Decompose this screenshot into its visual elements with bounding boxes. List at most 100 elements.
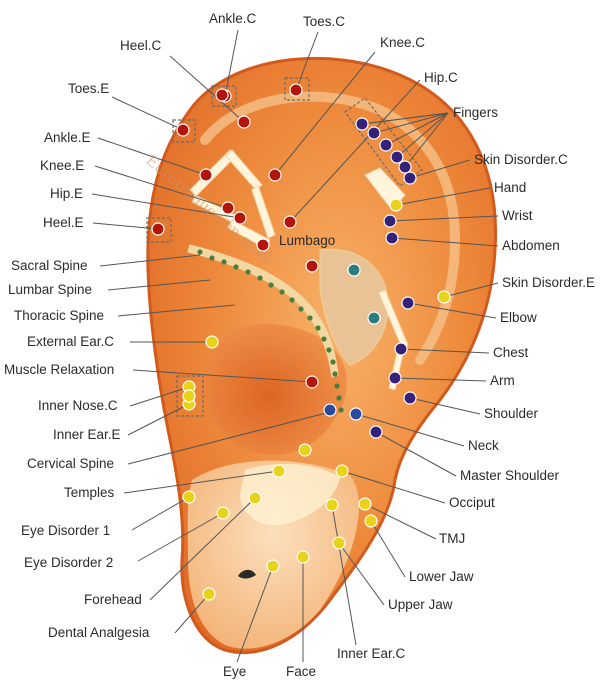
forehead-point[interactable] [248,491,262,505]
fingers-point[interactable] [355,117,369,131]
upper-jaw-point[interactable] [332,536,346,550]
inner-ear-e-leader [127,403,190,436]
sacral-spine-label: Sacral Spine [11,258,88,273]
toes-e-label: Toes.E [68,81,109,96]
lumbago-point[interactable] [256,238,270,252]
skin-disorder-c-point[interactable] [403,171,417,185]
hip-e-leader [91,193,241,219]
chest-label: Chest [493,345,529,360]
heel-e-point[interactable] [151,222,165,236]
hip-c-label: Hip.C [424,70,458,85]
fingers-extra-point[interactable] [379,138,393,152]
eye-disorder-2-point[interactable] [216,506,230,520]
vertebra-marker [209,255,215,261]
ankle-e-point[interactable] [199,168,213,182]
vertebra-marker [279,289,285,295]
abdomen-point[interactable] [385,231,399,245]
hip-c-leader [289,79,421,223]
toes-e-point[interactable] [176,123,190,137]
master-shoulder-leader [375,431,457,477]
inner-nose-c-extra-point[interactable] [182,389,196,403]
heel-e-leader [92,222,159,230]
lobe-eye-icon [238,569,256,579]
muscle-relaxation-point[interactable] [305,375,319,389]
occiput-extra-point[interactable] [298,443,312,457]
inner-nose-box [176,375,204,417]
thoracic-spine-label: Thoracic Spine [14,308,104,323]
vertebra-marker [289,297,295,303]
master-shoulder-point[interactable] [369,425,383,439]
fingers-fan-leader [373,112,449,134]
external-ear-c-point[interactable] [205,335,219,349]
elbow-point[interactable] [401,296,415,310]
elbow-label: Elbow [500,310,537,325]
inner-nose-c-leader [129,386,190,407]
external-ear-c-label: External Ear.C [27,334,114,349]
knee-e-point[interactable] [221,201,235,215]
eye-disorder-1-point[interactable] [182,490,196,504]
vertebra-marker [330,359,336,365]
vertebra-marker [321,336,327,342]
knee-c-point[interactable] [268,168,282,182]
inner-ear-c-leader [331,504,357,646]
occiput-label: Occiput [449,495,495,510]
vertebra-marker [257,275,263,281]
lumbar-spine-leader [107,279,211,291]
acupressure-points [151,83,451,601]
shoulder-point[interactable] [403,391,417,405]
inner-ear-e-label: Inner Ear.E [53,427,121,442]
inner-ear-c-point[interactable] [325,498,339,512]
eye-label: Eye [223,664,246,679]
toes-c-box [284,77,310,101]
dental-analgesia-point[interactable] [202,587,216,601]
hand-point[interactable] [389,198,403,212]
lumbago-extra-point[interactable] [305,259,319,273]
tmj-point[interactable] [358,497,372,511]
fingers-extra-point[interactable] [398,160,412,174]
lumbar-spine-label: Lumbar Spine [8,282,92,297]
abdomen-leader [391,237,499,247]
fingers-extra-point[interactable] [390,150,404,164]
face-point[interactable] [296,550,310,564]
cervical-spine-label: Cervical Spine [27,456,114,471]
fingers-fan-leader [361,112,449,125]
group-boxes [146,77,423,417]
heel-c-point[interactable] [237,115,251,129]
muscle-relaxation-label: Muscle Relaxation [4,362,114,377]
muscle-relaxation-leader [132,369,313,383]
occiput-point[interactable] [335,464,349,478]
arm-point[interactable] [388,371,402,385]
eye-disorder-2-label: Eye Disorder 2 [24,555,113,570]
wrist-point[interactable] [383,214,397,228]
hand-label: Hand [494,180,526,195]
ankle-c-leader [224,29,239,97]
toes-c-point[interactable] [289,83,303,97]
neck-point[interactable] [349,407,363,421]
hip-c-point[interactable] [283,215,297,229]
lower-jaw-leader [370,520,406,578]
eye-leader [236,565,274,663]
lower-jaw-point[interactable] [364,514,378,528]
ear-shape [146,56,498,655]
skin-disorder-e-point[interactable] [437,290,451,304]
ankle-e-leader [97,137,207,176]
thoracic-spine-extra-point[interactable] [347,263,361,277]
temples-point[interactable] [272,464,286,478]
fingers-extra-point[interactable] [367,126,381,140]
neck-extra-point[interactable] [323,403,337,417]
hand-leader [395,187,491,206]
vertebra-marker [233,264,239,270]
thoracic-spine-extra-point[interactable] [367,311,381,325]
hip-e-point[interactable] [233,211,247,225]
wrist-leader [389,215,499,222]
vertebra-marker [315,325,321,331]
temples-leader [123,470,280,494]
eye-disorder-1-leader [131,496,190,531]
skin-disorder-c-leader [409,159,471,179]
heel-c-extra-point[interactable] [215,88,229,102]
chest-point[interactable] [394,342,408,356]
skeleton-figure [187,149,409,391]
eye-point[interactable] [266,559,280,573]
lower-jaw-label: Lower Jaw [409,569,474,584]
